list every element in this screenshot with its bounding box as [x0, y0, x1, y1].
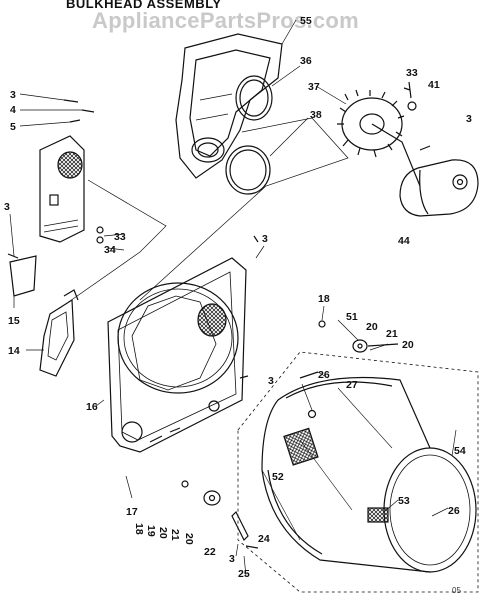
part-callout-36: 36: [300, 55, 312, 67]
thermostat-part: [39, 289, 79, 377]
part-callout-51: 51: [346, 311, 358, 323]
part-callout-33: 33: [114, 231, 126, 243]
part-callout-14: 14: [8, 345, 20, 357]
part-callout-20: 20: [157, 527, 169, 539]
air-duct-part: [175, 33, 283, 179]
part-callout-19: 19: [145, 525, 157, 537]
part-callout-18: 18: [318, 293, 330, 305]
part-callout-4: 4: [10, 104, 16, 116]
part-callout-16: 16: [86, 401, 98, 413]
corner-code: 05: [452, 586, 461, 595]
blower-housing-part: [399, 159, 479, 217]
part-callout-20: 20: [366, 321, 378, 333]
bracket-part: [9, 255, 37, 297]
part-callout-34: 34: [104, 244, 116, 256]
part-callout-3: 3: [466, 113, 472, 125]
part-callout-37: 37: [308, 81, 320, 93]
part-callout-21: 21: [386, 328, 398, 340]
part-callout-26: 26: [448, 505, 460, 517]
part-callout-52: 52: [272, 471, 284, 483]
part-callout-38: 38: [310, 109, 322, 121]
bulkhead-panel-part: [107, 257, 249, 453]
part-callout-15: 15: [8, 315, 20, 327]
part-callout-55: 55: [300, 15, 312, 27]
part-callout-20: 20: [183, 533, 195, 545]
part-callout-21: 21: [169, 529, 181, 541]
part-callout-27: 27: [346, 379, 358, 391]
part-callout-5: 5: [10, 121, 16, 133]
part-callout-3: 3: [268, 375, 274, 387]
part-callout-54: 54: [454, 445, 466, 457]
part-callout-20: 20: [402, 339, 414, 351]
part-callout-3: 3: [262, 233, 268, 245]
drum-part: [261, 371, 477, 573]
callout-labels: 5536373833413345333341514318512021202726…: [4, 15, 472, 580]
part-callout-22: 22: [204, 546, 216, 558]
part-callout-3: 3: [4, 201, 10, 213]
part-callout-53: 53: [398, 495, 410, 507]
part-callout-25: 25: [238, 568, 250, 580]
part-callout-33: 33: [406, 67, 418, 79]
blower-wheel-part: [337, 89, 421, 187]
part-callout-26: 26: [318, 369, 330, 381]
part-callout-24: 24: [258, 533, 270, 545]
seal-part: [235, 75, 273, 121]
seal-part: [225, 145, 271, 195]
part-callout-3: 3: [10, 89, 16, 101]
part-callout-17: 17: [126, 506, 138, 518]
watermark: AppliancePartsPros.com: [92, 8, 360, 33]
diagram-title: BULKHEAD ASSEMBLY: [66, 0, 222, 11]
part-callout-44: 44: [398, 235, 410, 247]
part-callout-41: 41: [428, 79, 440, 91]
part-callout-3: 3: [229, 553, 235, 565]
lint-duct-part: [39, 135, 85, 243]
part-callout-18: 18: [133, 523, 145, 535]
